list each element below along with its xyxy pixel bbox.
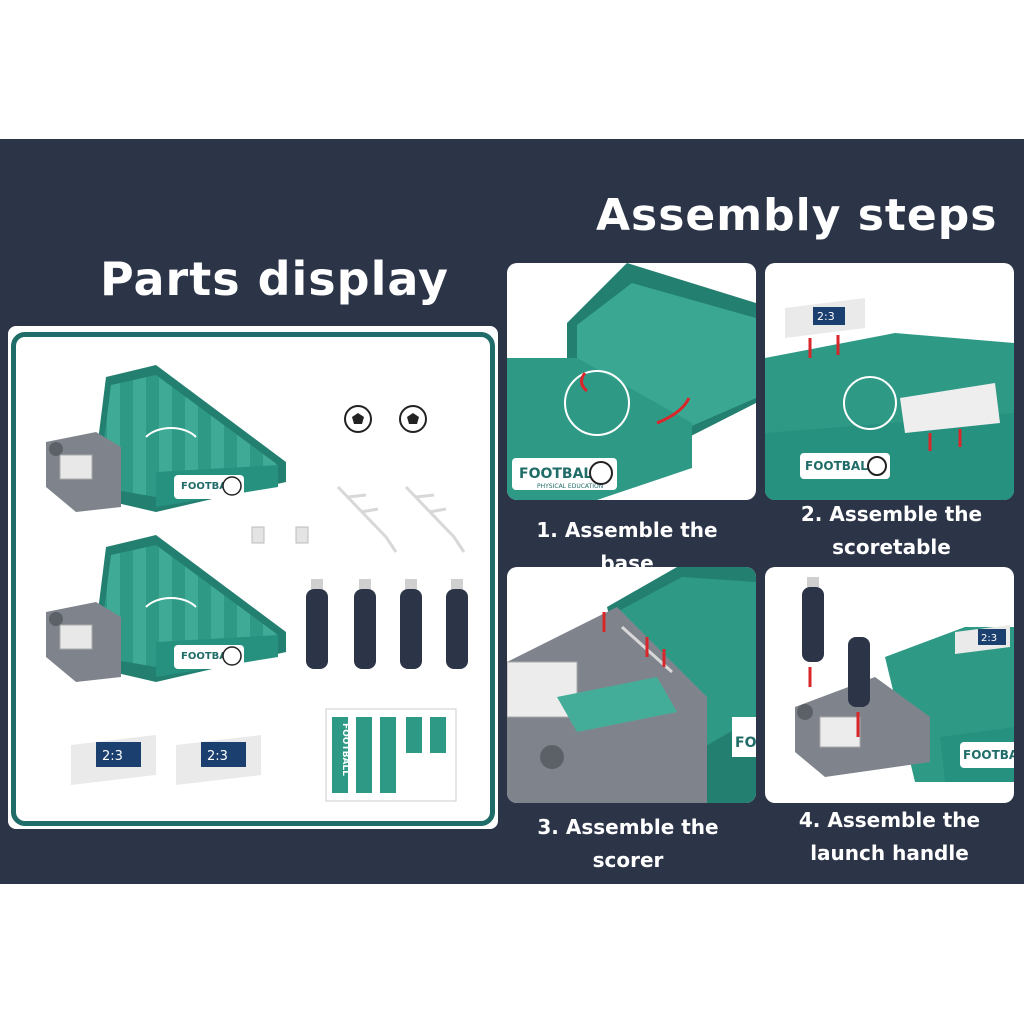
score-display: 2:3 [102,749,123,764]
sticker-sheet: FOOTBALL [325,708,457,802]
step-3-image: FOOT [507,567,756,803]
step-4-caption-line2: launch handle [810,841,969,865]
score-display: 2:3 [817,310,835,323]
ball-icon [589,461,613,485]
small-clips [251,526,309,544]
step-3-caption: 3. Assemble the scorer [537,815,719,872]
ball-icon [222,646,242,666]
step-brand-label: FOOTBALL [519,466,601,482]
step-brand-label: FOOTBALL [963,748,1014,762]
step-2-caption-line2: scoretable [832,535,951,559]
step-4-caption: 4. Assemble the launch handle [765,804,1014,870]
step-brand-label: FOOTBALL [805,459,876,473]
score-display: 2:3 [981,633,997,644]
step-2-caption-line1: 2. Assemble the [800,502,983,526]
field-brand-label: FOOTBALL [181,651,240,662]
assembly-steps-heading: Assembly steps [596,190,998,241]
step-2-caption: 2. Assemble the scoretable [765,498,1018,564]
half-field-piece-top: FOOTBALL [46,365,286,512]
step-1-image: FOOTBALL PHYSICAL EDUCATION [507,263,756,500]
red-arrow-icon [656,397,691,425]
step-4-image: 2:3 FOOTBALL [765,567,1014,803]
ball-icon [867,456,887,476]
scoreboard-piece: 2:3 [71,735,156,785]
launch-handle [802,587,824,662]
step-sub-label: PHYSICAL EDUCATION [537,483,603,490]
field-brand-label: FOOTBALL [181,481,240,492]
goal-frames [336,485,466,553]
ball-icon [222,476,242,496]
launch-handle [848,637,870,707]
red-arrow-icon [580,372,588,393]
half-field-piece-bottom: FOOTBALL [46,535,286,682]
step-4-caption-line1: 4. Assemble the [798,808,981,832]
step-partial-brand: FOOT [735,735,756,751]
parts-illustration: FOOTBALL FOOTBALL [46,365,468,802]
parts-display-heading: Parts display [100,252,449,306]
parts-display-panel: FOOTBALL FOOTBALL [11,332,495,826]
sticker-label: FOOTBALL [340,723,350,776]
launch-handles [306,579,468,669]
soccer-balls [344,405,427,433]
step-2-image: 2:3 FOOTBALL [765,263,1014,500]
scoreboard-piece: 2:3 [176,735,261,785]
score-display: 2:3 [207,749,228,764]
